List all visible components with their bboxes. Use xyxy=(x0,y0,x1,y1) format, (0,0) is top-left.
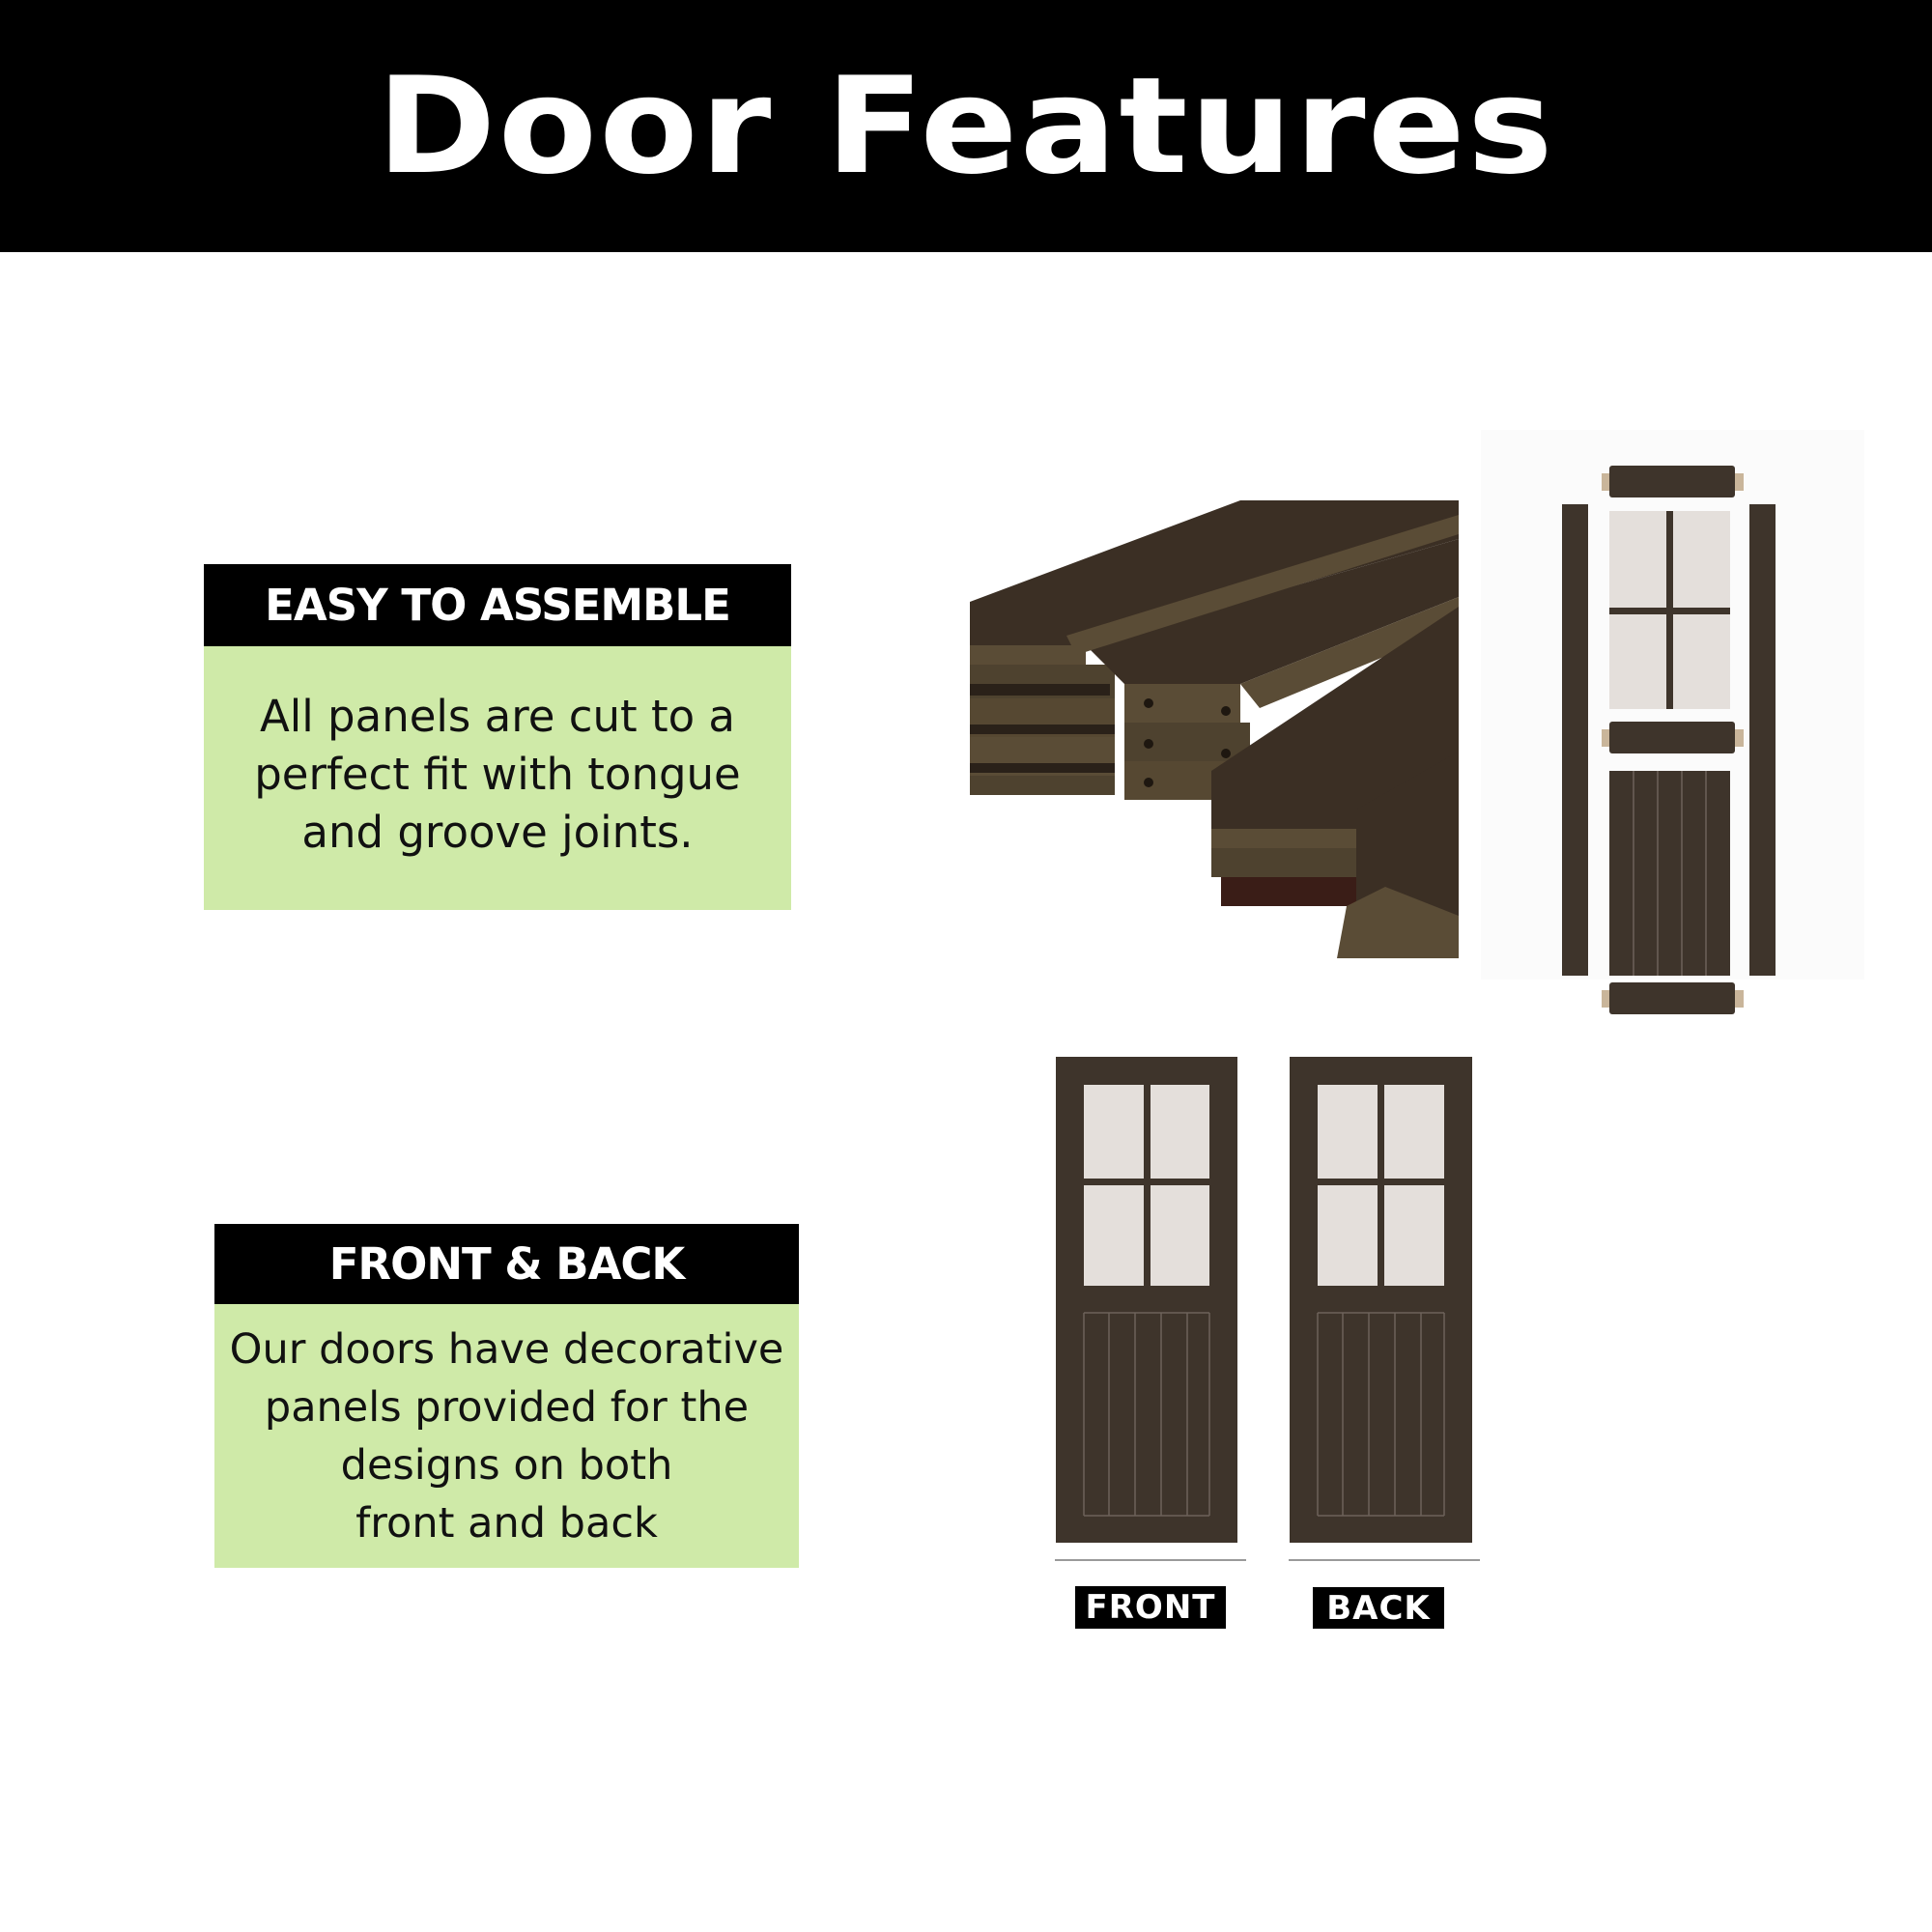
planks-image xyxy=(970,500,1459,958)
divider xyxy=(1289,1559,1480,1561)
exploded-door-image xyxy=(1481,430,1864,1014)
planks-illustration-icon xyxy=(970,500,1459,958)
feature-title: FRONT & BACK xyxy=(214,1224,799,1304)
description-line: designs on both xyxy=(340,1440,673,1490)
description-line: perfect fit with tongue xyxy=(254,748,741,800)
divider xyxy=(1055,1559,1246,1561)
description-line: front and back xyxy=(355,1498,658,1548)
page-header: Door Features xyxy=(0,0,1932,252)
description-line: panels provided for the xyxy=(264,1382,750,1432)
back-label: BACK xyxy=(1313,1587,1444,1629)
description-line: Our doors have decorative xyxy=(229,1324,784,1374)
feature-description: Our doors have decorative panels provide… xyxy=(214,1304,799,1568)
front-door-image xyxy=(1056,1057,1237,1543)
feature-front-and-back: FRONT & BACK Our doors have decorative p… xyxy=(214,1224,799,1568)
door-parts-icon xyxy=(1562,466,1776,1014)
feature-title: EASY TO ASSEMBLE xyxy=(204,564,791,646)
feature-description: All panels are cut to a perfect fit with… xyxy=(204,646,791,910)
description-line: and groove joints. xyxy=(301,806,694,858)
feature-easy-to-assemble: EASY TO ASSEMBLE All panels are cut to a… xyxy=(204,564,791,910)
page-title: Door Features xyxy=(376,47,1556,204)
door-back-icon xyxy=(1290,1057,1472,1543)
back-door-image xyxy=(1290,1057,1472,1543)
description-line: All panels are cut to a xyxy=(259,690,736,742)
door-front-icon xyxy=(1056,1057,1237,1543)
front-label: FRONT xyxy=(1075,1586,1226,1629)
